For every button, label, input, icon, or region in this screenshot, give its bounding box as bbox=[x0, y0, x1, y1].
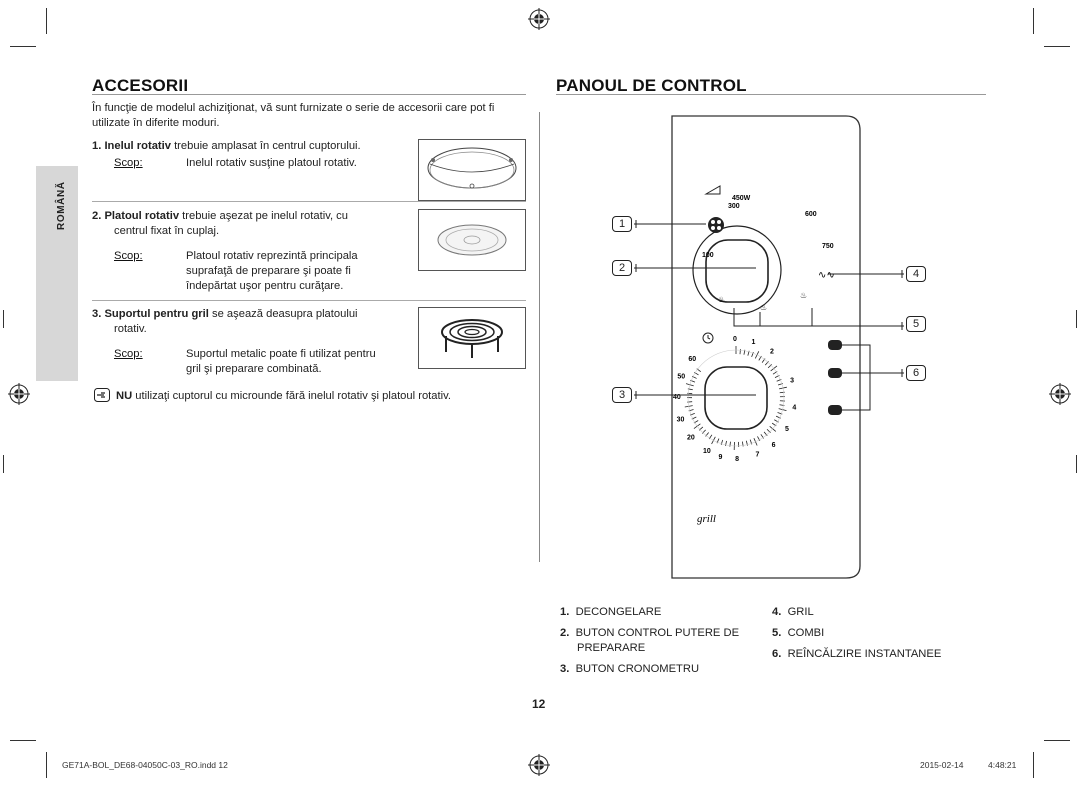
combi-icon: ♨ bbox=[760, 303, 767, 312]
item-3-text-line2: rotativ. bbox=[114, 323, 147, 335]
timer-number: 30 bbox=[677, 417, 685, 424]
timer-number: 1 bbox=[752, 339, 756, 346]
legend-item-1: 1. DECONGELARE bbox=[560, 606, 662, 618]
control-panel-heading: PANOUL DE CONTROL bbox=[556, 76, 747, 95]
registration-mark-icon bbox=[528, 8, 550, 30]
legend-item-5: 5. COMBI bbox=[772, 627, 825, 639]
timer-number: 0 bbox=[733, 336, 737, 343]
registration-mark-icon bbox=[1049, 383, 1071, 405]
timer-number: 4 bbox=[792, 404, 796, 411]
control-panel-diagram: 450W 300 600 750 100 ∿∿ ♨ ♨ ♨ 0 1 2 3 4 5 6 7 8 9… bbox=[634, 115, 904, 579]
timer-number: 40 bbox=[673, 394, 681, 401]
hand-pointer-icon bbox=[94, 388, 110, 402]
power-label-600: 600 bbox=[805, 211, 817, 218]
item-1-text: 1. Inelul rotativ trebuie amplasat în ce… bbox=[92, 140, 361, 152]
defrost-icon bbox=[708, 217, 724, 233]
registration-mark-icon bbox=[8, 383, 30, 405]
callout-2: 2 bbox=[612, 260, 632, 276]
item-2-text: 2. Platoul rotativ trebuie aşezat pe ine… bbox=[92, 210, 348, 222]
language-label: ROMÂNĂ bbox=[56, 181, 67, 230]
item-3-text: 3. Suportul pentru gril se aşează deasup… bbox=[92, 308, 358, 320]
language-tab bbox=[36, 166, 78, 381]
legend-item-3: 3. BUTON CRONOMETRU bbox=[560, 663, 700, 675]
callout-3: 3 bbox=[612, 387, 632, 403]
footer-time: 4:48:21 bbox=[988, 760, 1017, 770]
item-1-scop-text: Inelul rotativ susţine platoul rotativ. bbox=[186, 157, 357, 169]
page-number: 12 bbox=[532, 697, 546, 711]
legend-item-6: 6. REÎNCĂLZIRE INSTANTANEE bbox=[772, 648, 942, 660]
rotating-ring-image bbox=[418, 139, 526, 201]
reheat-icon bbox=[828, 340, 842, 415]
item-3-scop-label: Scop: bbox=[114, 348, 143, 360]
column-divider bbox=[539, 112, 540, 562]
timer-number: 5 bbox=[785, 426, 789, 433]
item-2-scop-line2: suprafaţă de preparare şi poate fi bbox=[186, 265, 351, 277]
item-3-scop-line1: Suportul metalic poate fi utilizat pentr… bbox=[186, 348, 376, 360]
timer-number: 50 bbox=[677, 374, 685, 381]
legend-item-4: 4. GRIL bbox=[772, 606, 814, 618]
heading-rule bbox=[92, 94, 526, 95]
grill-icon: ∿∿ bbox=[818, 270, 835, 281]
accessories-heading: ACCESORII bbox=[92, 76, 189, 95]
timer-number: 7 bbox=[755, 452, 759, 459]
intro-text: În funcţie de modelul achiziţionat, vă s… bbox=[92, 102, 495, 129]
callout-1: 1 bbox=[612, 216, 632, 232]
item-divider bbox=[92, 300, 526, 301]
note-text: NU utilizaţi cuptorul cu microunde fără … bbox=[116, 390, 451, 402]
power-label-300: 300 bbox=[728, 203, 740, 210]
power-label-450: 450W bbox=[732, 195, 751, 202]
grill-rack-image bbox=[418, 307, 526, 369]
callout-5: 5 bbox=[906, 316, 926, 332]
power-label-100: 100 bbox=[702, 252, 714, 259]
item-2-scop-line1: Platoul rotativ reprezintă principala bbox=[186, 250, 358, 262]
heading-rule bbox=[556, 94, 986, 95]
power-label-750: 750 bbox=[822, 243, 834, 250]
timer-number: 60 bbox=[688, 356, 696, 363]
legend-item-2-line2: PREPARARE bbox=[577, 642, 646, 654]
power-triangle-icon bbox=[704, 185, 721, 195]
legend-item-2: 2. BUTON CONTROL PUTERE DE bbox=[560, 627, 740, 639]
timer-number: 6 bbox=[772, 442, 776, 449]
timer-number: 20 bbox=[687, 435, 695, 442]
grill-label: grill bbox=[697, 513, 716, 525]
timer-number: 9 bbox=[718, 454, 722, 461]
timer-number: 10 bbox=[703, 448, 711, 455]
item-divider bbox=[92, 201, 526, 202]
combi-icon: ♨ bbox=[800, 291, 807, 300]
timer-number: 3 bbox=[790, 377, 794, 384]
item-3-scop-line2: gril şi preparare combinată. bbox=[186, 363, 322, 375]
clock-icon bbox=[702, 332, 714, 344]
callout-6: 6 bbox=[906, 365, 926, 381]
item-1-scop-label: Scop: bbox=[114, 157, 143, 169]
timer-number: 2 bbox=[770, 349, 774, 356]
callout-4: 4 bbox=[906, 266, 926, 282]
registration-mark-icon bbox=[528, 754, 550, 776]
item-2-scop-line3: îndepărtat uşor pentru curăţare. bbox=[186, 280, 344, 292]
item-2-scop-label: Scop: bbox=[114, 250, 143, 262]
item-2-text-line2: centrul fixat în cuplaj. bbox=[114, 225, 220, 237]
footer-filename: GE71A-BOL_DE68-04050C-03_RO.indd 12 bbox=[62, 760, 228, 770]
timer-number: 8 bbox=[735, 456, 739, 463]
turntable-image bbox=[418, 209, 526, 271]
footer-date: 2015-02-14 bbox=[920, 760, 964, 770]
combi-icon: ♨ bbox=[718, 295, 725, 304]
